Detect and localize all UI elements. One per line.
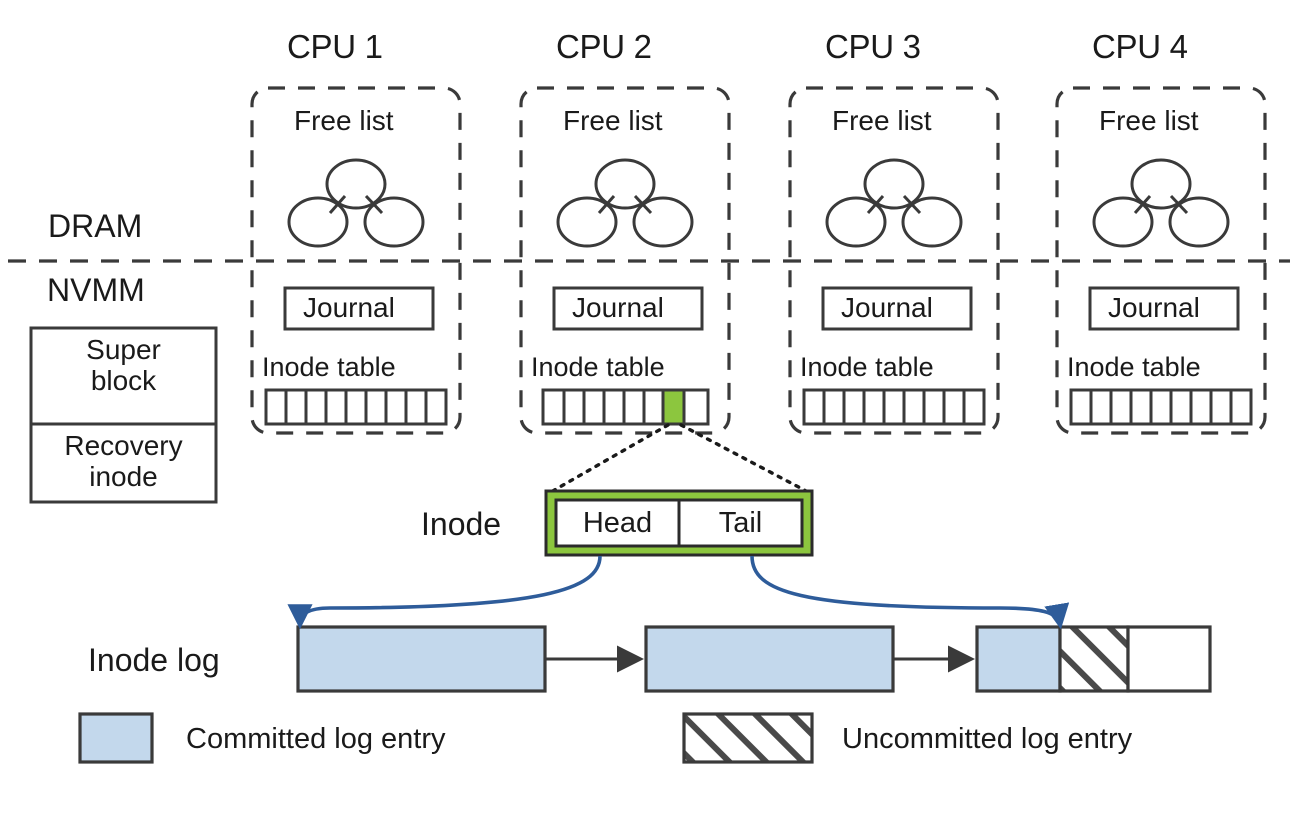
dram-tier-label: DRAM bbox=[48, 208, 143, 244]
super-block-label: Super block bbox=[31, 334, 216, 397]
cpu-4-inode-table-cells bbox=[1069, 388, 1253, 426]
cpu-1-free-list-label: Free list bbox=[294, 105, 394, 136]
cpu-4-title: CPU 4 bbox=[1092, 28, 1188, 65]
super-block-line-2: block bbox=[90, 365, 157, 397]
head-pointer-arrow bbox=[287, 555, 602, 630]
cpu-1-title: CPU 1 bbox=[287, 28, 383, 65]
cpu-4-journal-box bbox=[1088, 286, 1240, 331]
inode-head-field-label: Head bbox=[582, 507, 653, 539]
cpu-2-journal-box bbox=[552, 286, 704, 331]
cpu-3-inode-table-label: Inode table bbox=[800, 352, 934, 382]
cpu-2-free-list-tree bbox=[556, 158, 694, 248]
cpu-4-inode-table-label: Inode table bbox=[1067, 352, 1201, 382]
cpu-2-inode-table-cells bbox=[541, 388, 710, 426]
inode-log-entry-1 bbox=[296, 625, 547, 693]
cpu-1-journal-label: Journal bbox=[303, 292, 395, 323]
inode-box bbox=[544, 489, 814, 557]
cpu-3-free-list-tree bbox=[825, 158, 963, 248]
cpu-1-journal-box bbox=[283, 286, 435, 331]
cpu-4-free-list-tree bbox=[1092, 158, 1230, 248]
legend-uncommitted-label: Uncommitted log entry bbox=[842, 723, 1133, 755]
super-block-line-1: Super bbox=[86, 334, 161, 365]
cpu-3-journal-box bbox=[821, 286, 973, 331]
log-entry-3-free-segment bbox=[1126, 625, 1212, 693]
recovery-inode-label: Recovery inode bbox=[31, 430, 216, 493]
cpu-3-journal-label: Journal bbox=[841, 292, 933, 323]
cpu-4-journal-label: Journal bbox=[1108, 292, 1200, 323]
cpu-1-inode-table-cells bbox=[264, 388, 448, 426]
inode-label: Inode bbox=[421, 506, 502, 542]
legend-swatch-uncommitted bbox=[682, 712, 814, 764]
cpu-3-free-list-label: Free list bbox=[832, 105, 932, 136]
cpu-2-highlighted-inode-cell bbox=[661, 388, 686, 426]
cpu-2-title: CPU 2 bbox=[556, 28, 652, 65]
log-entry-3-uncommitted-segment bbox=[1058, 625, 1130, 693]
inode-tail-field-label: Tail bbox=[718, 507, 763, 539]
nvmm-tier-label: NVMM bbox=[47, 272, 145, 308]
inode-log-entry-2 bbox=[644, 625, 895, 693]
cpu-1-free-list-tree bbox=[287, 158, 425, 248]
tail-pointer-arrow bbox=[750, 555, 1070, 630]
log-entry-3-committed-segment bbox=[975, 625, 1062, 693]
inode-log-entry-3 bbox=[975, 625, 1212, 693]
inode-log-label: Inode log bbox=[88, 642, 220, 678]
cpu-4-free-list-label: Free list bbox=[1099, 105, 1199, 136]
cpu-3-title: CPU 3 bbox=[825, 28, 921, 65]
legend-committed-label: Committed log entry bbox=[186, 723, 446, 755]
recovery-inode-line-2: inode bbox=[89, 461, 158, 493]
inode-callout-leaders bbox=[549, 423, 810, 494]
recovery-inode-line-1: Recovery bbox=[64, 430, 183, 461]
cpu-2-journal-label: Journal bbox=[572, 292, 664, 323]
cpu-2-free-list-label: Free list bbox=[563, 105, 663, 136]
cpu-2-inode-table-label: Inode table bbox=[531, 352, 665, 382]
legend-swatch-committed bbox=[78, 712, 154, 764]
global-nvmm-structures-box bbox=[29, 326, 218, 504]
cpu-1-inode-table-label: Inode table bbox=[262, 352, 396, 382]
cpu-3-inode-table-cells bbox=[802, 388, 986, 426]
